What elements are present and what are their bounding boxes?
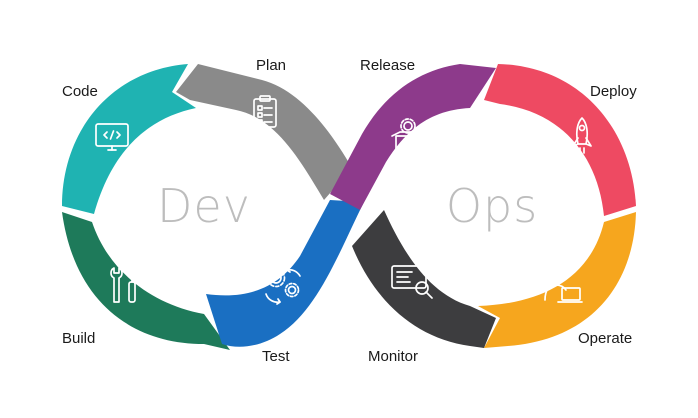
segment-test bbox=[206, 200, 364, 347]
stage-label-code: Code bbox=[62, 83, 98, 100]
stage-label-test: Test bbox=[262, 348, 290, 365]
stage-label-monitor: Monitor bbox=[368, 348, 418, 365]
segment-release bbox=[330, 64, 496, 210]
person-laptop-icon bbox=[544, 269, 583, 303]
clipboard-checklist-icon bbox=[253, 95, 277, 128]
stage-label-plan: Plan bbox=[256, 57, 286, 74]
stage-label-release: Release bbox=[360, 57, 415, 74]
center-word-ops: Ops bbox=[446, 179, 538, 233]
segment-operate bbox=[478, 212, 636, 348]
gears-cycle-icon bbox=[265, 266, 301, 305]
stage-label-operate: Operate bbox=[578, 330, 632, 347]
segment-plan bbox=[176, 64, 352, 200]
rocket-icon bbox=[572, 117, 592, 154]
segment-monitor bbox=[352, 210, 496, 348]
center-word-dev: Dev bbox=[157, 179, 251, 233]
monitor-code-icon bbox=[95, 123, 129, 151]
gear-box-icon bbox=[391, 118, 425, 153]
segment-build bbox=[62, 212, 230, 350]
stage-label-deploy: Deploy bbox=[590, 83, 637, 100]
segment-deploy bbox=[484, 64, 636, 216]
stage-label-build: Build bbox=[62, 330, 95, 347]
screen-magnifier-icon bbox=[391, 265, 433, 299]
tools-icon bbox=[110, 267, 136, 303]
segment-code bbox=[62, 64, 196, 214]
